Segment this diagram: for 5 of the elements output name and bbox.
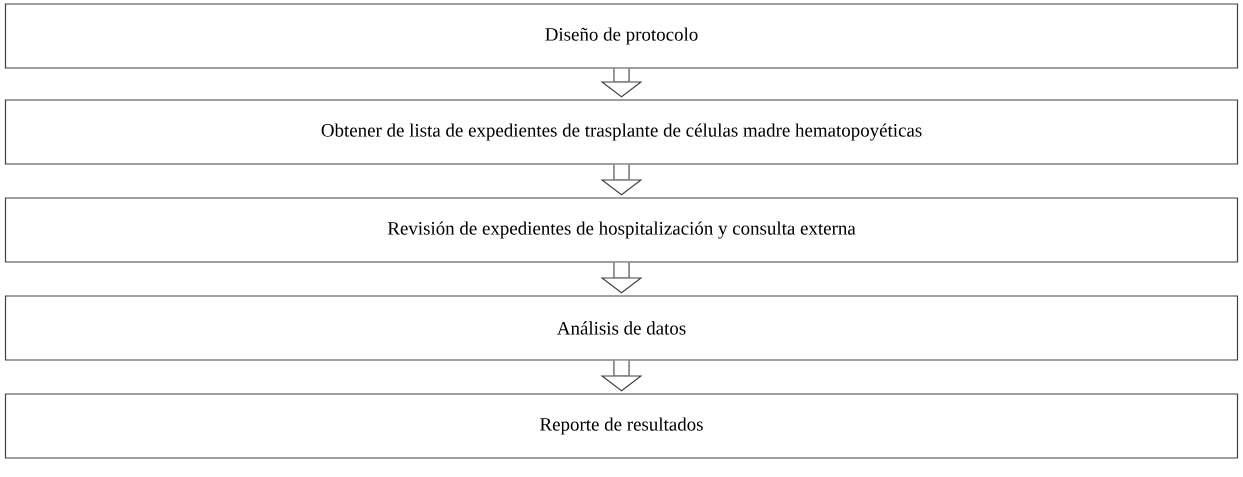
process-box: Diseño de protocolo [4,3,1239,69]
process-box: Obtener de lista de expedientes de trasplante de células madre hematopoyéticas [4,99,1239,165]
process-box: Análisis de datos [4,295,1239,361]
process-box: Revisión de expedientes de hospitalización y consulta externa [4,197,1239,263]
process-box: Reporte de resultados [4,393,1239,459]
